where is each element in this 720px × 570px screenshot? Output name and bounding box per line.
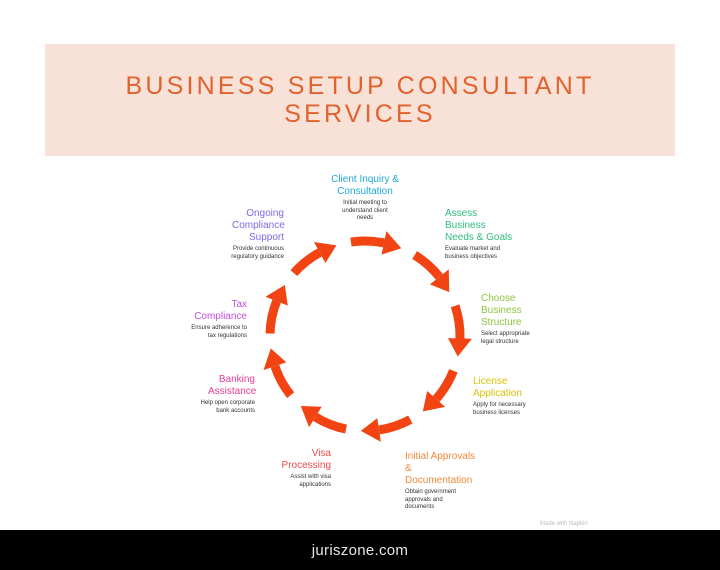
step-description: Provide continuous regulatory guidance <box>231 246 284 260</box>
cycle-arrow-head-icon <box>265 284 288 306</box>
title-line-2: SERVICES <box>284 100 436 128</box>
cycle-arrow-shaft <box>265 299 281 334</box>
cycle-arrow-head-icon <box>313 241 337 264</box>
cycle-arrows <box>263 231 472 442</box>
step-visa-processing: Visa Processing Assist with visa applica… <box>271 448 331 489</box>
title-banner: BUSINESS SETUP CONSULTANT SERVICES <box>45 44 675 156</box>
cycle-arrow-shaft <box>378 415 413 435</box>
cycle-diagram: Client Inquiry & Consultation Initial me… <box>180 174 588 527</box>
step-heading: Choose Business Structure <box>481 293 522 328</box>
cycle-arrow-head-icon <box>300 406 322 428</box>
cycle-arrow-head-icon <box>381 231 402 255</box>
step-ongoing-compliance: Ongoing Compliance Support Provide conti… <box>220 208 285 261</box>
step-heading: Banking Assistance <box>208 374 257 397</box>
step-description: Ensure adherence to tax regulations <box>191 325 247 339</box>
cycle-arrow-shaft <box>313 413 348 434</box>
step-heading: Visa Processing <box>281 448 331 471</box>
cycle-arrow-shaft <box>450 304 465 339</box>
step-tax-compliance: Tax Compliance Ensure adherence to tax r… <box>180 299 247 340</box>
step-description: Apply for necessary business licenses <box>473 402 526 416</box>
step-assess-needs: Assess Business Needs & Goals Evaluate m… <box>445 208 525 261</box>
step-description: Help open corporate bank accounts <box>200 400 255 414</box>
page-title: BUSINESS SETUP CONSULTANT SERVICES <box>100 72 620 128</box>
cycle-arrow-head-icon <box>429 269 450 293</box>
cycle-arrow-shaft <box>270 364 295 398</box>
cycle-arrow-shaft <box>432 369 458 402</box>
step-heading: Tax Compliance <box>194 299 247 322</box>
step-heading: Ongoing Compliance Support <box>232 208 285 243</box>
step-initial-approvals: Initial Approvals & Documentation Obtain… <box>405 451 485 512</box>
step-heading: Client Inquiry & Consultation <box>331 174 399 197</box>
step-license-application: License Application Apply for necessary … <box>473 376 543 417</box>
cycle-arrow-head-icon <box>422 390 446 412</box>
step-choose-structure: Choose Business Structure Select appropr… <box>481 293 551 346</box>
step-client-inquiry: Client Inquiry & Consultation Initial me… <box>315 174 415 223</box>
step-description: Assist with visa applications <box>290 474 331 488</box>
cycle-arrow-shaft <box>350 236 385 248</box>
cycle-arrow-shaft <box>290 248 322 277</box>
step-heading: Initial Approvals & Documentation <box>405 451 476 486</box>
cycle-arrow-head-icon <box>360 418 381 442</box>
step-heading: Assess Business Needs & Goals <box>445 208 513 243</box>
watermark: Made with Napkin <box>540 521 588 527</box>
step-description: Obtain government approvals and document… <box>405 489 457 510</box>
step-description: Evaluate market and business objectives <box>445 246 501 260</box>
step-banking-assistance: Banking Assistance Help open corporate b… <box>188 374 257 415</box>
footer-website[interactable]: juriszone.com <box>311 541 409 559</box>
cycle-arrow-head-icon <box>447 338 472 357</box>
cycle-arrow-shaft <box>412 251 443 280</box>
step-description: Select appropriate legal structure <box>481 331 530 345</box>
step-heading: License Application <box>473 376 522 399</box>
cycle-arrow-head-icon <box>263 348 287 370</box>
footer-bar: juriszone.com <box>0 530 720 570</box>
step-description: Initial meeting to understand client nee… <box>342 200 388 221</box>
title-line-1: BUSINESS SETUP CONSULTANT <box>125 72 595 100</box>
